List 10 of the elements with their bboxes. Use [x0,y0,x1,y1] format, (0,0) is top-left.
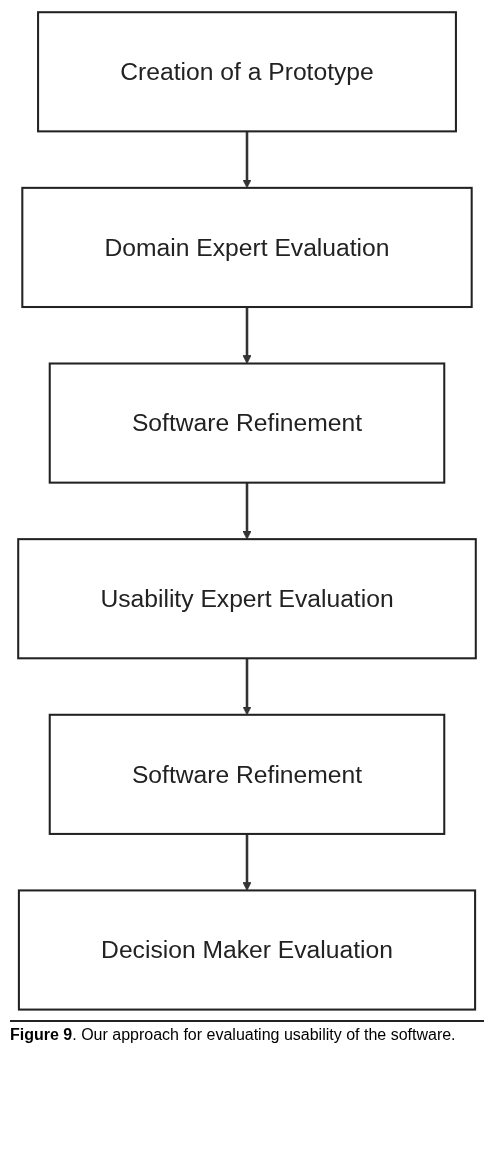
node-box: Decision Maker Evaluation [17,889,477,1011]
arrow [242,833,252,891]
figure-caption: Figure 9. Our approach for evaluating usability of the software. [10,1019,484,1044]
arrow [242,307,252,364]
arrow [242,482,252,540]
node-box: Software Refinement [48,713,446,835]
node-box: Creation of a Prototype [37,11,457,133]
node-box: Software Refinement [48,362,446,484]
node-box: Usability Expert Evaluation [17,538,477,660]
node-box: Domain Expert Evaluation [21,186,473,309]
